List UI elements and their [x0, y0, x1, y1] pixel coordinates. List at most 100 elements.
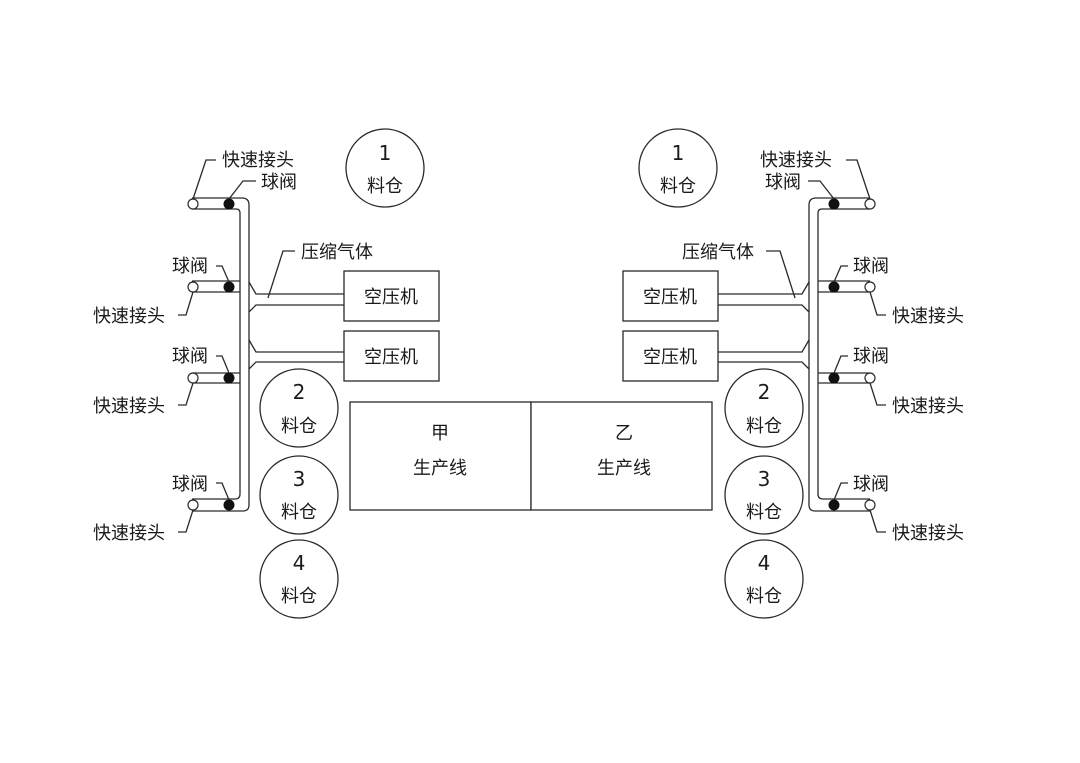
right-feed-pipe-2 — [718, 339, 810, 370]
silo-label: 料仓 — [281, 586, 317, 607]
quick-coupler-label: 快速接头 — [93, 396, 165, 417]
left-feed-pipe-2 — [248, 339, 344, 370]
quick-coupler-icon — [187, 281, 199, 293]
quick-coupler-icon — [187, 198, 199, 210]
leader-line — [178, 291, 194, 316]
production-lines: 甲 生产线 乙 生产线 — [349, 401, 713, 511]
ball-valve-icon — [223, 281, 235, 293]
production-line-b-box — [530, 401, 713, 511]
leader-line — [869, 291, 886, 316]
production-line-a-name: 甲 — [431, 423, 449, 444]
left-air-compressor-2: 空压机 — [343, 330, 440, 382]
leader-line — [869, 382, 886, 406]
ball-valve-label: 球阀 — [172, 346, 208, 367]
silo-number: 2 — [293, 380, 306, 404]
quick-coupler-icon — [864, 281, 876, 293]
quick-coupler-icon — [864, 499, 876, 511]
ball-valve-label: 球阀 — [853, 346, 889, 367]
silo-label: 料仓 — [367, 176, 403, 197]
ball-valve-icon — [828, 499, 840, 511]
ball-valve-label: 球阀 — [853, 474, 889, 495]
leader-line — [192, 159, 216, 200]
leader-line — [833, 482, 848, 501]
leader-line — [869, 509, 886, 533]
quick-coupler-label: 快速接头 — [93, 523, 165, 544]
silo-label: 料仓 — [660, 176, 696, 197]
quick-coupler-label: 快速接头 — [892, 523, 964, 544]
left-piping-system: 快速接头 球阀 球阀 快速接头 球阀 快速接头 球阀 快速接头 压缩气体 — [93, 150, 373, 544]
compressed-gas-label: 压缩气体 — [682, 242, 754, 263]
production-line-a-label: 生产线 — [413, 458, 467, 479]
quick-coupler-label: 快速接头 — [222, 150, 294, 171]
leader-line — [846, 159, 871, 200]
ball-valve-label: 球阀 — [853, 256, 889, 277]
right-air-compressor-2: 空压机 — [622, 330, 719, 382]
silo-number: 4 — [758, 551, 771, 575]
air-compressor-label: 空压机 — [364, 287, 418, 308]
left-silo-1: 1 料仓 — [345, 128, 425, 208]
leader-line — [766, 250, 796, 299]
production-line-b-label: 生产线 — [597, 458, 651, 479]
air-compressor-label: 空压机 — [643, 287, 697, 308]
air-compressor-label: 空压机 — [643, 347, 697, 368]
silo-number: 1 — [672, 141, 685, 165]
silo-number: 3 — [293, 467, 306, 491]
silo-number: 1 — [379, 141, 392, 165]
leader-line — [178, 509, 194, 533]
quick-coupler-label: 快速接头 — [93, 306, 165, 327]
ball-valve-icon — [828, 198, 840, 210]
right-feed-pipe-1 — [718, 281, 810, 313]
silo-label: 料仓 — [281, 502, 317, 523]
ball-valve-label: 球阀 — [172, 256, 208, 277]
left-feed-pipe-1 — [248, 281, 344, 313]
leader-line — [216, 482, 230, 501]
ball-valve-label: 球阀 — [765, 172, 801, 193]
silo-label: 料仓 — [281, 416, 317, 437]
right-piping-system: 快速接头 球阀 球阀 快速接头 球阀 快速接头 球阀 快速接头 压缩气体 — [682, 150, 964, 544]
leader-line — [833, 265, 848, 283]
right-silo-3: 3 料仓 — [724, 455, 804, 535]
left-silo-3: 3 料仓 — [259, 455, 339, 535]
production-line-a-box — [349, 401, 532, 511]
quick-coupler-label: 快速接头 — [892, 306, 964, 327]
compressed-gas-label: 压缩气体 — [301, 242, 373, 263]
ball-valve-icon — [828, 281, 840, 293]
leader-line — [833, 355, 848, 374]
air-compressor-label: 空压机 — [364, 347, 418, 368]
quick-coupler-icon — [187, 372, 199, 384]
right-main-pipe-outer — [808, 197, 870, 512]
left-air-compressor-1: 空压机 — [343, 270, 440, 322]
left-silo-2: 2 料仓 — [259, 368, 339, 448]
leader-line — [808, 180, 835, 200]
silo-label: 料仓 — [746, 586, 782, 607]
production-line-b-name: 乙 — [615, 423, 633, 444]
leader-line — [267, 250, 295, 299]
leader-line — [228, 180, 256, 200]
quick-coupler-icon — [864, 372, 876, 384]
ball-valve-label: 球阀 — [261, 172, 297, 193]
silo-number: 2 — [758, 380, 771, 404]
left-silo-4: 4 料仓 — [259, 539, 339, 619]
right-silo-2: 2 料仓 — [724, 368, 804, 448]
left-main-pipe-inner — [192, 208, 241, 500]
silo-number: 3 — [758, 467, 771, 491]
right-silo-4: 4 料仓 — [724, 539, 804, 619]
ball-valve-icon — [223, 372, 235, 384]
right-air-compressor-1: 空压机 — [622, 270, 719, 322]
quick-coupler-icon — [864, 198, 876, 210]
ball-valve-icon — [223, 499, 235, 511]
ball-valve-icon — [828, 372, 840, 384]
right-main-pipe-inner — [817, 208, 870, 500]
ball-valve-icon — [223, 198, 235, 210]
ball-valve-label: 球阀 — [172, 474, 208, 495]
left-main-pipe-outer — [192, 197, 250, 512]
leader-line — [216, 355, 230, 374]
quick-coupler-label: 快速接头 — [892, 396, 964, 417]
leader-line — [216, 265, 230, 283]
silo-number: 4 — [293, 551, 306, 575]
quick-coupler-label: 快速接头 — [760, 150, 832, 171]
silo-label: 料仓 — [746, 502, 782, 523]
quick-coupler-icon — [187, 499, 199, 511]
leader-line — [178, 382, 194, 406]
